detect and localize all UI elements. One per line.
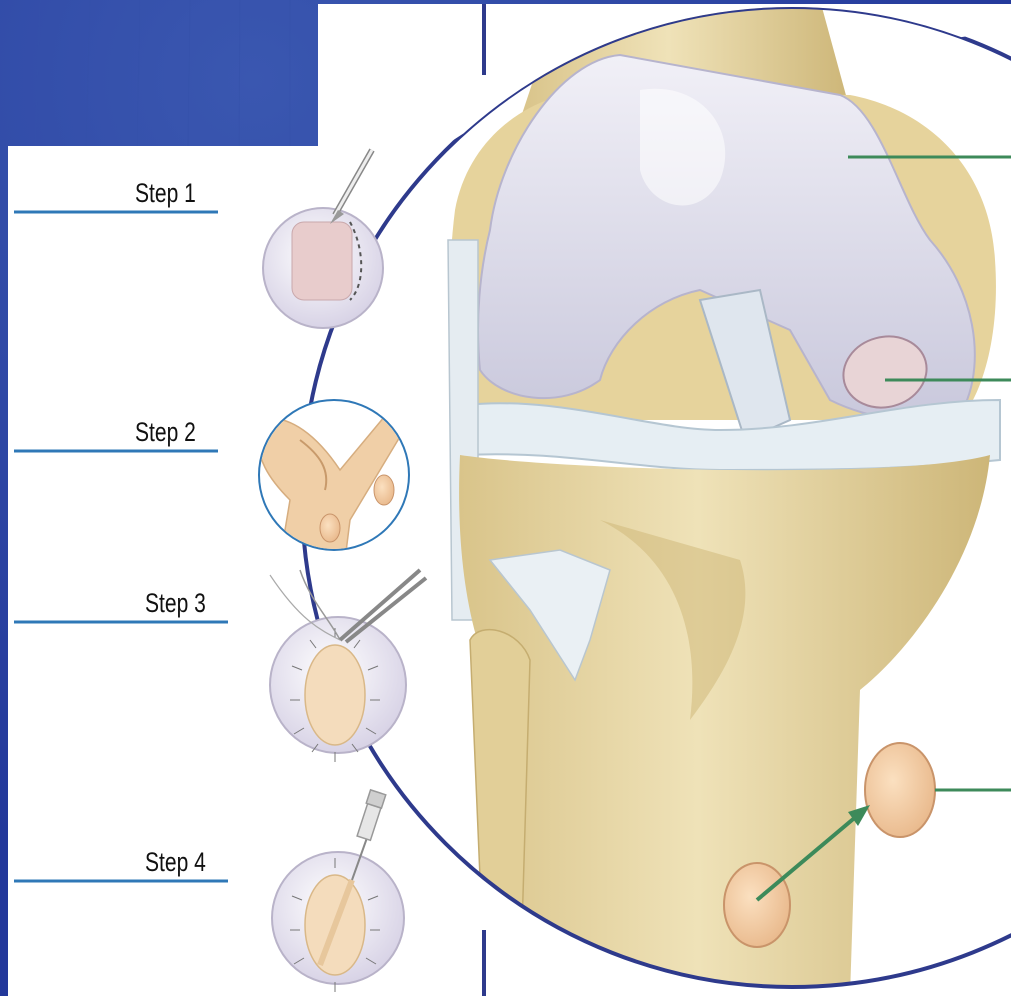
step-4-label: Step 4 xyxy=(145,847,206,878)
cultured-cell-patch xyxy=(865,743,935,837)
step-1-label: Step 1 xyxy=(135,178,196,209)
step-3-label: Step 3 xyxy=(145,588,206,619)
harvest-site-graft xyxy=(724,863,790,947)
step-2-label: Step 2 xyxy=(135,417,196,448)
